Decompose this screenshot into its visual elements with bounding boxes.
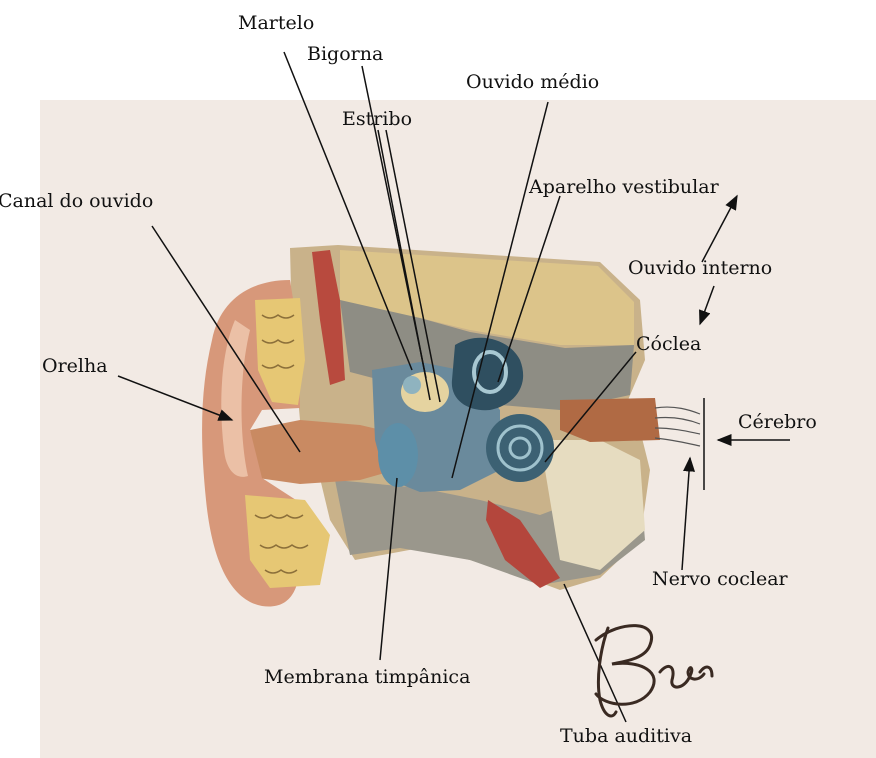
label-bigorna: Bigorna [307,45,383,64]
label-estribo: Estribo [342,110,412,129]
ear-canal [250,420,395,484]
label-martelo: Martelo [238,14,314,33]
ossicle-detail [403,376,421,394]
label-ouvido-medio: Ouvido médio [466,73,599,92]
label-canal-do-ouvido: Canal do ouvido [0,192,153,211]
label-tuba-auditiva: Tuba auditiva [560,727,692,746]
cochlea-spiral-outer [486,414,554,482]
label-orelha: Orelha [42,357,108,376]
nerve-bundle [560,398,660,442]
label-nervo-coclear: Nervo coclear [652,570,788,589]
label-cerebro: Cérebro [738,413,817,432]
label-aparelho-vestibular: Aparelho vestibular [529,178,719,197]
tympanic-membrane [378,423,418,487]
label-ouvido-interno: Ouvido interno [628,259,772,278]
label-coclea: Cóclea [636,335,701,354]
label-membrana-timpanica: Membrana timpânica [264,668,470,687]
